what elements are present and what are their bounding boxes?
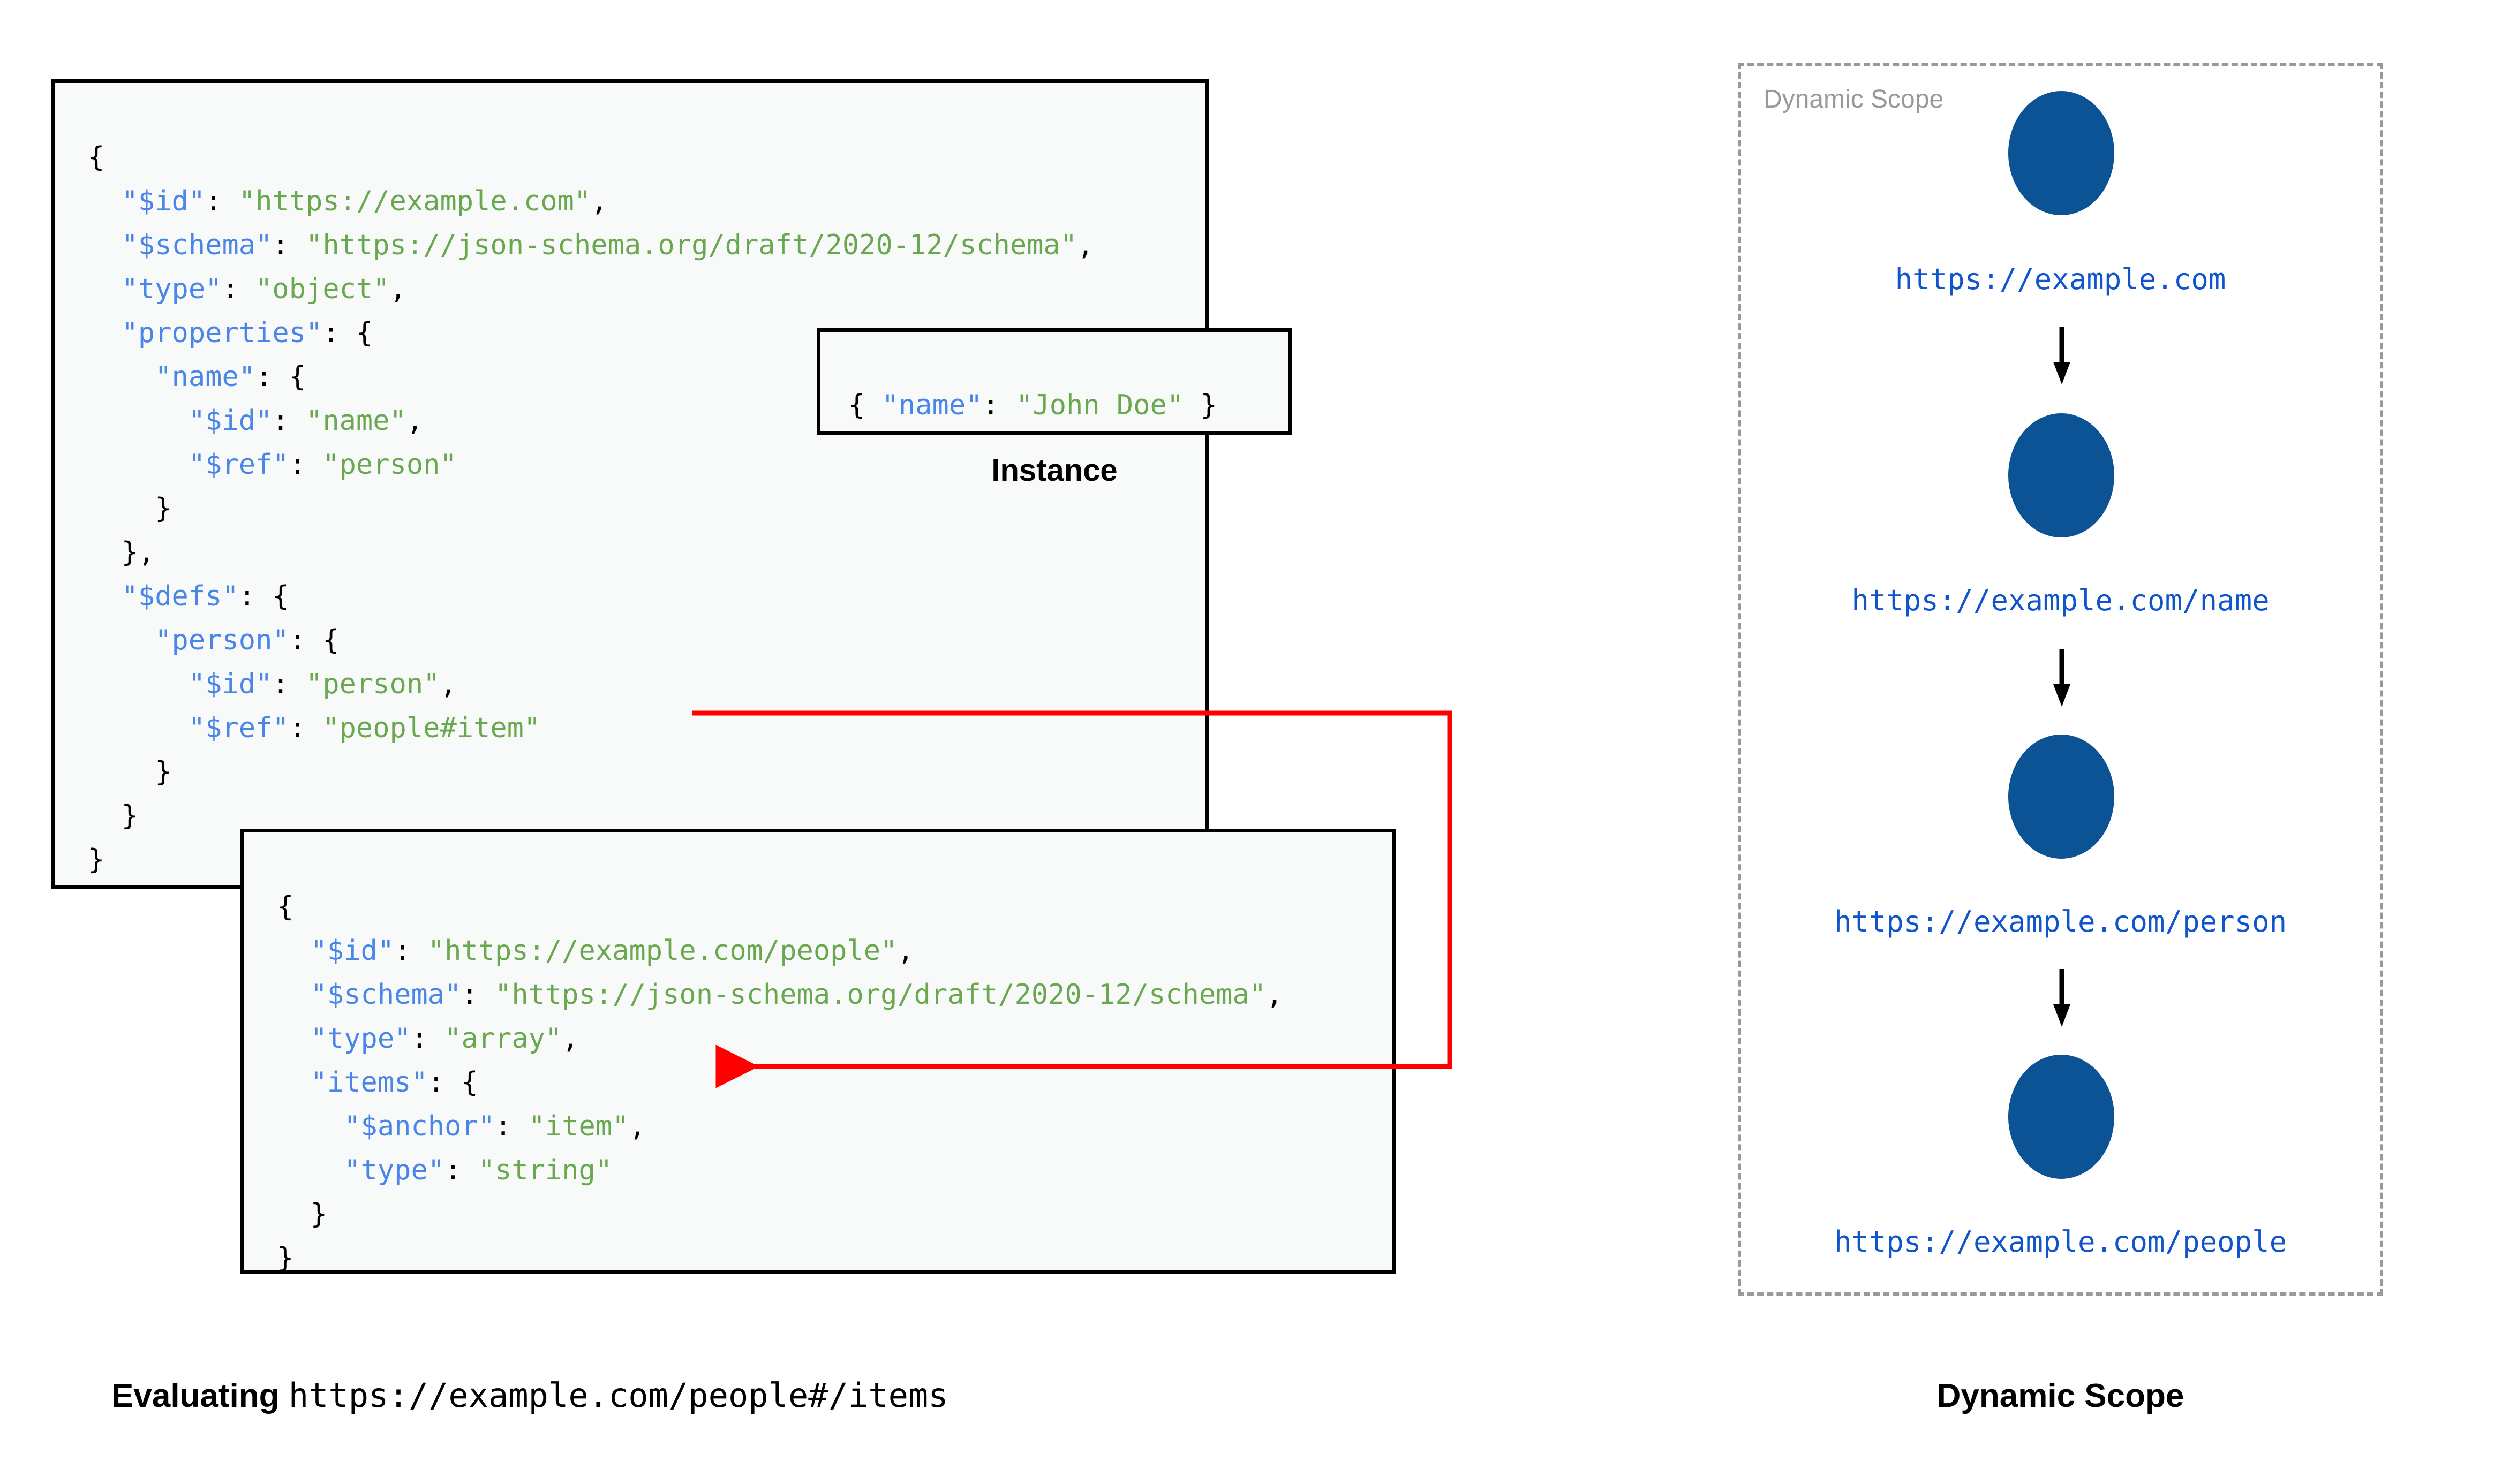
- instance-box: { "name": "John Doe" }: [817, 328, 1292, 435]
- scope-node-label-2: https://example.com/name: [1851, 584, 2270, 617]
- schema-root-code: { "$id": "https://example.com", "$schema…: [88, 141, 1094, 876]
- schema-root-box: { "$id": "https://example.com", "$schema…: [51, 79, 1209, 889]
- scope-node-label-3: https://example.com/person: [1834, 905, 2287, 938]
- caption-evaluating: Evaluating https://example.com/people#/i…: [111, 1376, 948, 1415]
- scope-arrow-3: [2053, 969, 2070, 1027]
- scope-arrow-1: [2053, 327, 2070, 384]
- scope-node-label-1: https://example.com: [1895, 262, 2226, 296]
- scope-node-label-4: https://example.com/people: [1834, 1225, 2287, 1259]
- schema-people-box: { "$id": "https://example.com/people", "…: [240, 829, 1396, 1274]
- caption-evaluating-url: https://example.com/people#/items: [288, 1376, 948, 1415]
- scope-node-4: [2008, 1055, 2114, 1179]
- dynamic-scope-title: Dynamic Scope: [1764, 85, 1944, 113]
- scope-node-2: [2008, 413, 2114, 537]
- caption-dynamic-scope: Dynamic Scope: [1936, 1377, 2184, 1414]
- scope-arrow-2: [2053, 649, 2070, 707]
- instance-label: Instance: [991, 453, 1118, 488]
- dynamic-scope-panel: [1738, 63, 2383, 1296]
- caption-evaluating-bold: Evaluating: [111, 1377, 280, 1414]
- instance-code: { "name": "John Doe" }: [848, 389, 1217, 421]
- scope-node-3: [2008, 735, 2114, 859]
- scope-node-1: [2008, 91, 2114, 215]
- schema-people-code: { "$id": "https://example.com/people", "…: [277, 891, 1283, 1274]
